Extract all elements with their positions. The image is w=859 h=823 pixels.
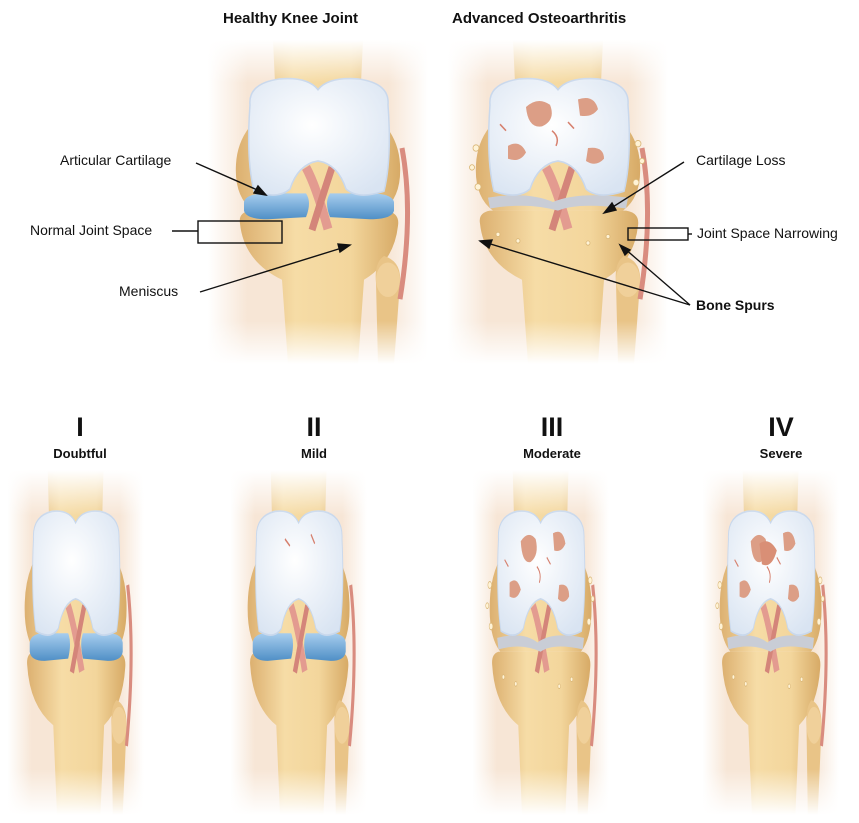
label-articular-cartilage: Articular Cartilage: [60, 152, 171, 168]
grade-1-numeral: I: [20, 413, 140, 441]
grade-2-knee-illustration: [218, 470, 379, 815]
grade-1-knee-illustration: [0, 470, 156, 815]
label-joint-space-narrowing: Joint Space Narrowing: [697, 225, 838, 241]
grade-4-knee-illustration: [690, 470, 851, 815]
grade-3-numeral: III: [492, 413, 612, 441]
grade-3-knee-illustration: [460, 470, 621, 815]
advanced-oa-knee-illustration: [428, 40, 688, 364]
advanced-title: Advanced Osteoarthritis: [452, 10, 626, 27]
label-meniscus: Meniscus: [119, 283, 178, 299]
grade-3-name: Moderate: [492, 446, 612, 461]
grade-2-name: Mild: [254, 446, 374, 461]
healthy-knee-illustration: [188, 40, 448, 364]
label-cartilage-loss: Cartilage Loss: [696, 152, 786, 168]
label-normal-joint-space: Normal Joint Space: [30, 222, 152, 238]
grade-4-numeral: IV: [721, 413, 841, 441]
healthy-title: Healthy Knee Joint: [223, 10, 358, 27]
grade-4-name: Severe: [721, 446, 841, 461]
label-bone-spurs: Bone Spurs: [696, 297, 775, 313]
grade-2-numeral: II: [254, 413, 374, 441]
grade-1-name: Doubtful: [20, 446, 140, 461]
